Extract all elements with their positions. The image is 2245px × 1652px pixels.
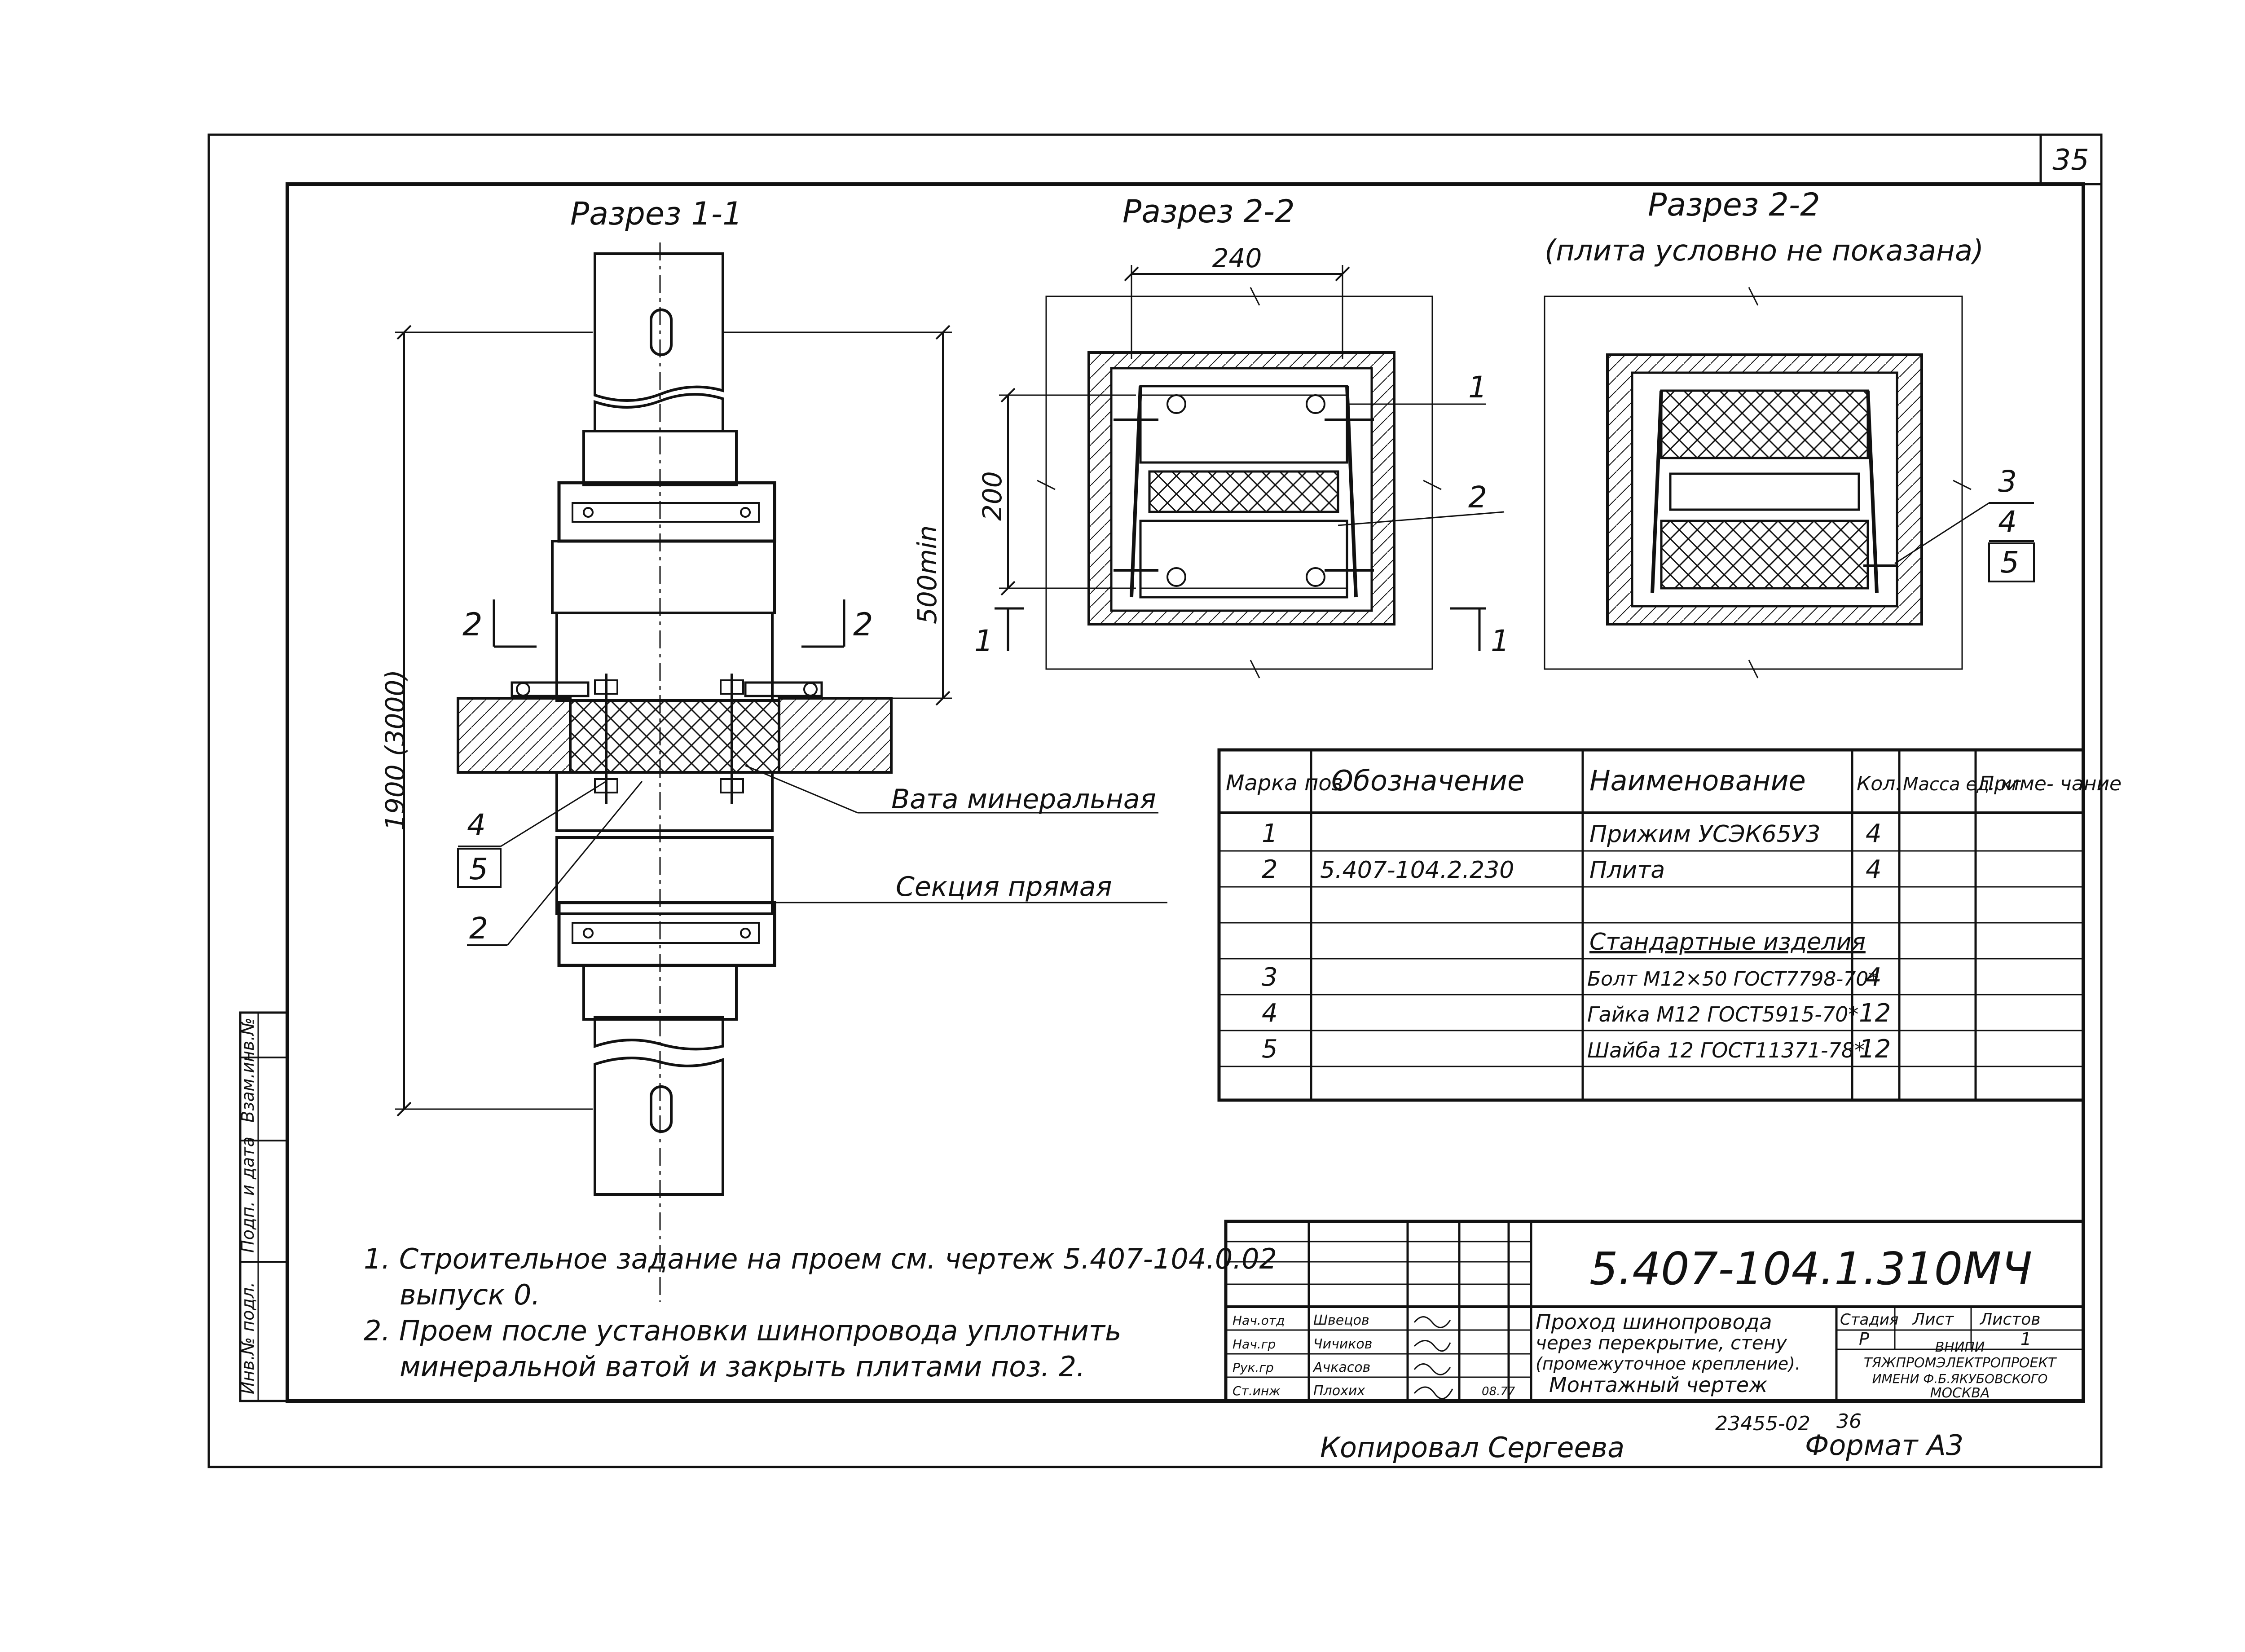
floor-slab-left <box>457 697 572 774</box>
pos-4-view3: 4 <box>1998 505 2017 539</box>
row5-name: Болт М12×50 ГОСТ7798-70* <box>1587 968 1878 991</box>
stage-value: Р <box>1859 1329 1869 1349</box>
section-1-title: Разрез 1-1 <box>570 195 743 232</box>
org-line-4: МОСКВА <box>1930 1385 1990 1401</box>
dim-1900: 1900 (3000) <box>380 670 410 831</box>
th-designation: Обозначение <box>1331 764 1524 797</box>
title-desc-4: Монтажный чертеж <box>1549 1373 1768 1397</box>
notes: 1. Строительное задание на проем см. чер… <box>364 1242 1277 1383</box>
side-stamp: Взам.инв.№ Подп. и дата Инв.№ подл. <box>238 1011 289 1402</box>
pos-2-view1: 2 <box>469 911 488 946</box>
row6-name: Гайка М12 ГОСТ5915-70* <box>1587 1002 1858 1026</box>
row2-pos: 2 <box>1262 855 1278 884</box>
pos-5-view3: 5 <box>2000 545 2019 580</box>
order-number: 23455-02 <box>1715 1412 1810 1435</box>
pos-1-view2: 1 <box>1468 370 1487 405</box>
section-2-2-view: Разрез 2-2 240 <box>974 193 1510 678</box>
signer-4-name: Плохих <box>1313 1383 1365 1399</box>
th-qty: Кол. <box>1857 772 1902 795</box>
pos-5-view1: 5 <box>469 852 488 886</box>
row1-qty: 4 <box>1866 819 1882 848</box>
stage-label: Стадия <box>1840 1311 1898 1329</box>
title-block: 5.407-104.1.310МЧ Проход шинопровода чер… <box>1224 1220 2085 1403</box>
row1-name: Прижим УСЭК65У3 <box>1589 821 1820 848</box>
outer-frame <box>207 133 2103 1468</box>
signature-2 <box>1413 1340 1451 1352</box>
title-desc-2: через перекрытие, стену <box>1536 1332 1787 1354</box>
row1-pos: 1 <box>1262 819 1278 848</box>
note-1-line-1: 1. Строительное задание на проем см. чер… <box>364 1242 1277 1275</box>
page-alt: 36 <box>1836 1410 1862 1433</box>
row6-pos: 4 <box>1262 999 1278 1028</box>
row2-designation: 5.407-104.2.230 <box>1320 857 1514 884</box>
dim-200: 200 <box>977 471 1008 521</box>
signature-1 <box>1413 1316 1451 1328</box>
page-number-box <box>2039 133 2103 185</box>
th-mass: Масса ед. кг <box>1903 774 2021 795</box>
signer-2-name: Чичиков <box>1313 1336 1372 1352</box>
pos-2-view2: 2 <box>1468 480 1487 515</box>
stamp-replace: Взам.инв.№ <box>238 1018 258 1123</box>
sheets-value: 1 <box>2020 1329 2031 1349</box>
row5-pos: 3 <box>1262 963 1278 992</box>
signer-4-role: Ст.инж <box>1233 1383 1281 1398</box>
cut-2-left-label: 2 <box>462 606 483 643</box>
title-desc-3: (промежуточное крепление). <box>1536 1354 1800 1374</box>
cut-2-right-label: 2 <box>853 606 873 643</box>
signer-1-role: Нач.отд <box>1233 1313 1285 1328</box>
signature-3 <box>1413 1363 1451 1375</box>
row7-pos: 5 <box>1262 1035 1278 1064</box>
row4-name: Стандартные изделия <box>1589 929 1866 956</box>
org-line-2: ТЯЖПРОМЭЛЕКТРОПРОЕКТ <box>1864 1355 2057 1371</box>
row7-name: Шайба 12 ГОСТ11371-78* <box>1587 1038 1865 1062</box>
mineral-wool-fill <box>569 699 780 774</box>
section-2-2-noplate-view: Разрез 2-2 (плита условно не показана) 3… <box>1544 186 2035 678</box>
th-pos: Марка поз <box>1226 771 1343 796</box>
signer-3-role: Рук.гр <box>1233 1360 1274 1375</box>
stamp-sign-date: Подп. и дата <box>238 1137 258 1253</box>
row7-qty: 12 <box>1859 1035 1891 1064</box>
row2-qty: 4 <box>1866 855 1882 884</box>
title-desc-1: Проход шинопровода <box>1536 1310 1772 1334</box>
section-3-title: Разрез 2-2 <box>1648 186 1820 223</box>
row6-qty: 12 <box>1859 999 1891 1028</box>
sheets-label: Листов <box>1979 1310 2040 1329</box>
note-1-line-2: выпуск 0. <box>400 1278 540 1311</box>
section-2-title: Разрез 2-2 <box>1122 193 1295 230</box>
row2-name: Плита <box>1589 857 1665 884</box>
org-line-3: ИМЕНИ Ф.Б.ЯКУБОВСКОГО <box>1872 1371 2048 1386</box>
signature-4 <box>1413 1386 1453 1400</box>
note-2-line-2: минеральной ватой и закрыть плитами поз.… <box>400 1350 1085 1383</box>
th-name: Наименование <box>1589 764 1806 797</box>
th-note: Приме- чание <box>1979 772 2122 795</box>
drawing-code: 5.407-104.1.310МЧ <box>1589 1242 2032 1295</box>
signer-1-name: Швецов <box>1313 1313 1369 1328</box>
wool-label: Вата минеральная <box>891 784 1156 815</box>
section-3-subtitle: (плита условно не показана) <box>1545 234 1984 268</box>
dim-500min: 500min <box>912 525 942 624</box>
floor-slab-right <box>778 697 893 774</box>
signer-3-name: Ачкасов <box>1312 1360 1370 1375</box>
pos-4-view1: 4 <box>467 808 486 842</box>
org-line-1: ВНИПИ <box>1935 1339 1985 1355</box>
signer-2-role: Нач.гр <box>1233 1337 1276 1352</box>
sheet-label: Лист <box>1912 1310 1954 1329</box>
spec-table: Марка поз Обозначение Наименование Кол. … <box>1217 748 2122 1102</box>
section-label: Секция прямая <box>896 871 1112 903</box>
section-1-1-view: Разрез 1-1 <box>380 195 1167 1302</box>
format-label: Формат А3 <box>1805 1429 1963 1462</box>
cut-1-right-label: 1 <box>1491 624 1510 658</box>
dim-240: 240 <box>1212 243 1262 273</box>
copied-by: Копировал Сергеева <box>1320 1431 1624 1464</box>
sign-date: 08.77 <box>1482 1385 1515 1398</box>
cut-1-left-label: 1 <box>974 624 993 658</box>
pos-3-view3: 3 <box>1998 464 2017 499</box>
page-number: 35 <box>2052 144 2089 177</box>
row5-qty: 4 <box>1866 963 1882 992</box>
note-2-line-1: 2. Проем после установки шинопровода упл… <box>364 1314 1122 1347</box>
stamp-inv-orig: Инв.№ подл. <box>238 1282 258 1394</box>
